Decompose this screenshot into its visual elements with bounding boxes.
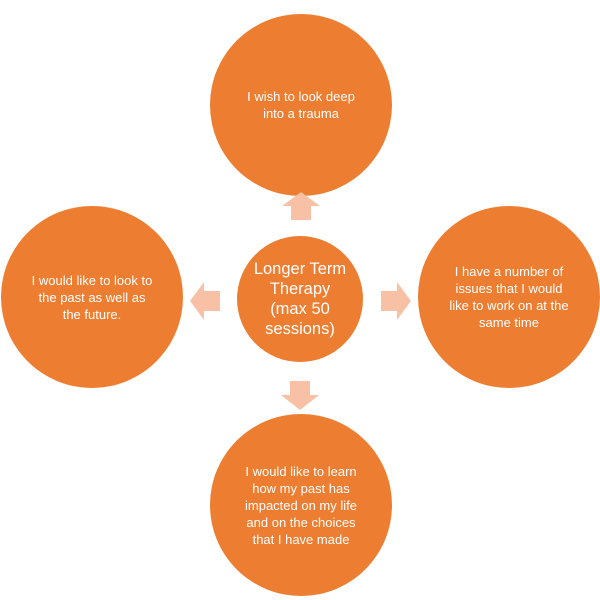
- arrow-left-icon: [190, 282, 220, 320]
- arrow-up-icon: [282, 192, 320, 220]
- node-right: I have a number of issues that I would l…: [418, 206, 600, 388]
- node-left: I would like to look to the past as well…: [1, 206, 183, 388]
- node-bottom-text: I would like to learn how my past has im…: [245, 463, 357, 547]
- node-right-text: I have a number of issues that I would l…: [449, 264, 569, 330]
- arrow-down-icon: [281, 381, 319, 410]
- node-top: I wish to look deep into a trauma: [210, 14, 392, 196]
- node-bottom: I would like to learn how my past has im…: [210, 414, 392, 596]
- node-left-text: I would like to look to the past as well…: [31, 272, 153, 322]
- arrow-right-icon: [381, 282, 411, 320]
- node-top-text: I wish to look deep into a trauma: [247, 89, 355, 121]
- center-node-text: Longer Term Therapy (max 50 sessions): [253, 260, 347, 338]
- center-node: Longer Term Therapy (max 50 sessions): [237, 236, 363, 362]
